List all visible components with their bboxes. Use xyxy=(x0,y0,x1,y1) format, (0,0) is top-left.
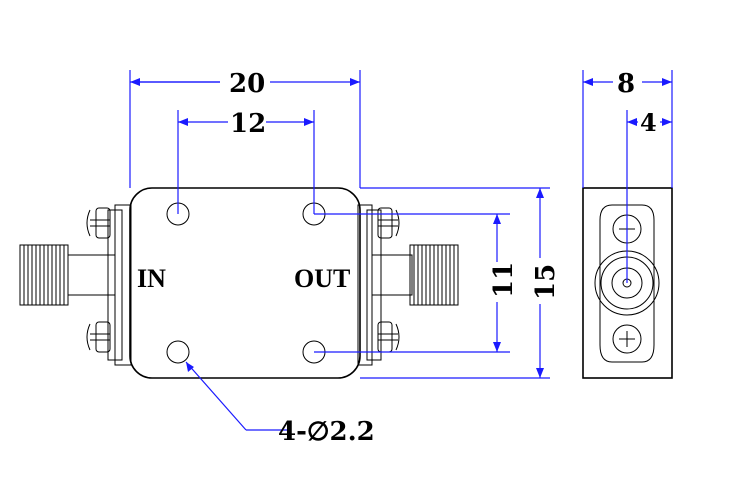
connector-flange xyxy=(599,204,655,363)
output-connector xyxy=(357,204,459,366)
hole-callout-label: 4-∅2.2 xyxy=(278,417,375,447)
hole-spacing-x-value: 12 xyxy=(230,109,266,139)
front-dimensions: 20 12 11 15 4-∅2.2 xyxy=(129,69,561,447)
length-dimension-value: 20 xyxy=(229,69,265,99)
output-screw-top xyxy=(377,207,400,239)
input-connector xyxy=(19,204,132,366)
height-dimension-value: 15 xyxy=(531,264,561,300)
front-view: IN OUT xyxy=(19,187,459,379)
output-port-label: OUT xyxy=(294,264,350,293)
mounting-hole-bottom-left xyxy=(166,340,190,364)
input-screw-bottom xyxy=(86,321,111,353)
input-connector-threads xyxy=(23,245,65,305)
side-dimensions: 8 4 xyxy=(582,69,673,283)
input-screw-top xyxy=(86,207,111,239)
output-connector-threads xyxy=(413,245,455,305)
side-screw-bottom xyxy=(612,324,642,354)
input-port-label: IN xyxy=(137,264,166,293)
side-center-offset-value: 4 xyxy=(640,108,657,137)
device-body xyxy=(129,187,361,379)
hole-spacing-y-value: 11 xyxy=(489,262,519,298)
side-width-value: 8 xyxy=(617,69,635,99)
